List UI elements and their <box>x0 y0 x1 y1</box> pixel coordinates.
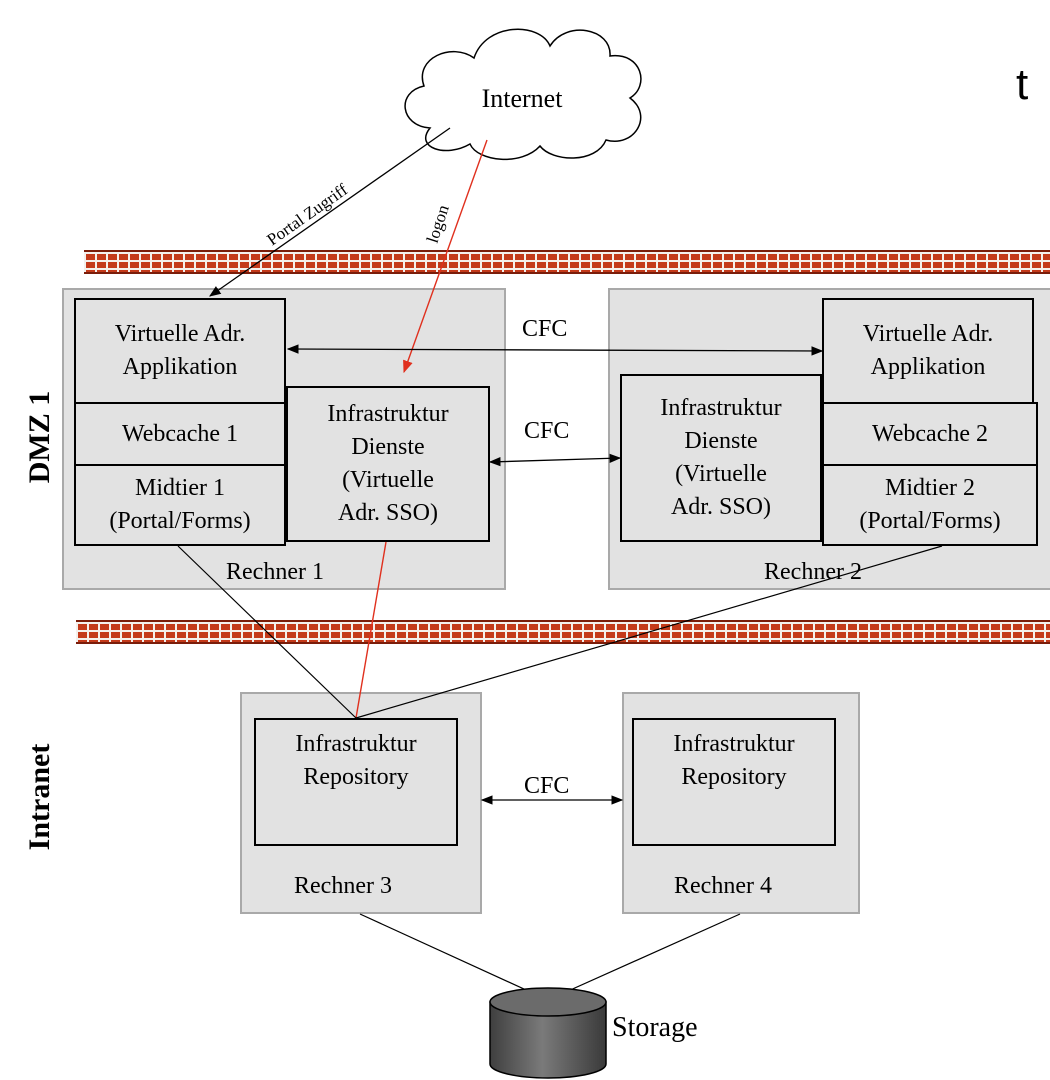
infra-to-repository-line <box>355 541 387 719</box>
virtual-address-app-2: Virtuelle Adr. Applikation <box>822 298 1034 404</box>
midtier-1: Midtier 1 (Portal/Forms) <box>74 464 286 546</box>
corner-text-fragment: t <box>1016 60 1029 109</box>
midtier2-to-repository-line <box>355 545 943 719</box>
cfc-label-middle: CFC <box>524 418 570 444</box>
infrastructure-services-2: Infrastruktur Dienste (Virtuelle Adr. SS… <box>620 374 822 542</box>
virtual-address-app-1: Virtuelle Adr. Applikation <box>74 298 286 404</box>
midtier1-to-repository-line <box>177 545 357 719</box>
rechner3-to-storage-line <box>359 913 549 1001</box>
machine-label-rechner-4: Rechner 4 <box>674 873 772 899</box>
webcache-2: Webcache 2 <box>822 402 1038 466</box>
storage-label: Storage <box>612 1012 698 1043</box>
cfc-arrow-top <box>286 344 824 356</box>
machine-label-rechner-1: Rechner 1 <box>226 559 324 585</box>
infrastructure-services-1: Infrastruktur Dienste (Virtuelle Adr. SS… <box>286 386 490 542</box>
machine-label-rechner-3: Rechner 3 <box>294 873 392 899</box>
cfc-label-top: CFC <box>522 316 568 342</box>
infrastructure-repository-3: Infrastruktur Repository <box>254 718 458 846</box>
storage-cylinder <box>489 987 607 1079</box>
logon-label: logon <box>423 202 453 245</box>
internet-cloud <box>404 28 642 160</box>
portal-access-line <box>209 127 451 297</box>
cfc-label-bottom: CFC <box>524 773 570 799</box>
machine-label-rechner-2: Rechner 2 <box>764 559 862 585</box>
portal-access-label: Portal Zugriff <box>263 180 351 249</box>
internet-label: Internet <box>482 84 564 113</box>
firewall-upper <box>84 250 1050 274</box>
logon-line <box>403 139 488 374</box>
rechner4-to-storage-line <box>547 913 741 1001</box>
firewall-lower <box>76 620 1050 644</box>
midtier-2: Midtier 2 (Portal/Forms) <box>822 464 1038 546</box>
cfc-arrow-middle <box>488 453 622 467</box>
webcache-1: Webcache 1 <box>74 402 286 466</box>
infrastructure-repository-4: Infrastruktur Repository <box>632 718 836 846</box>
